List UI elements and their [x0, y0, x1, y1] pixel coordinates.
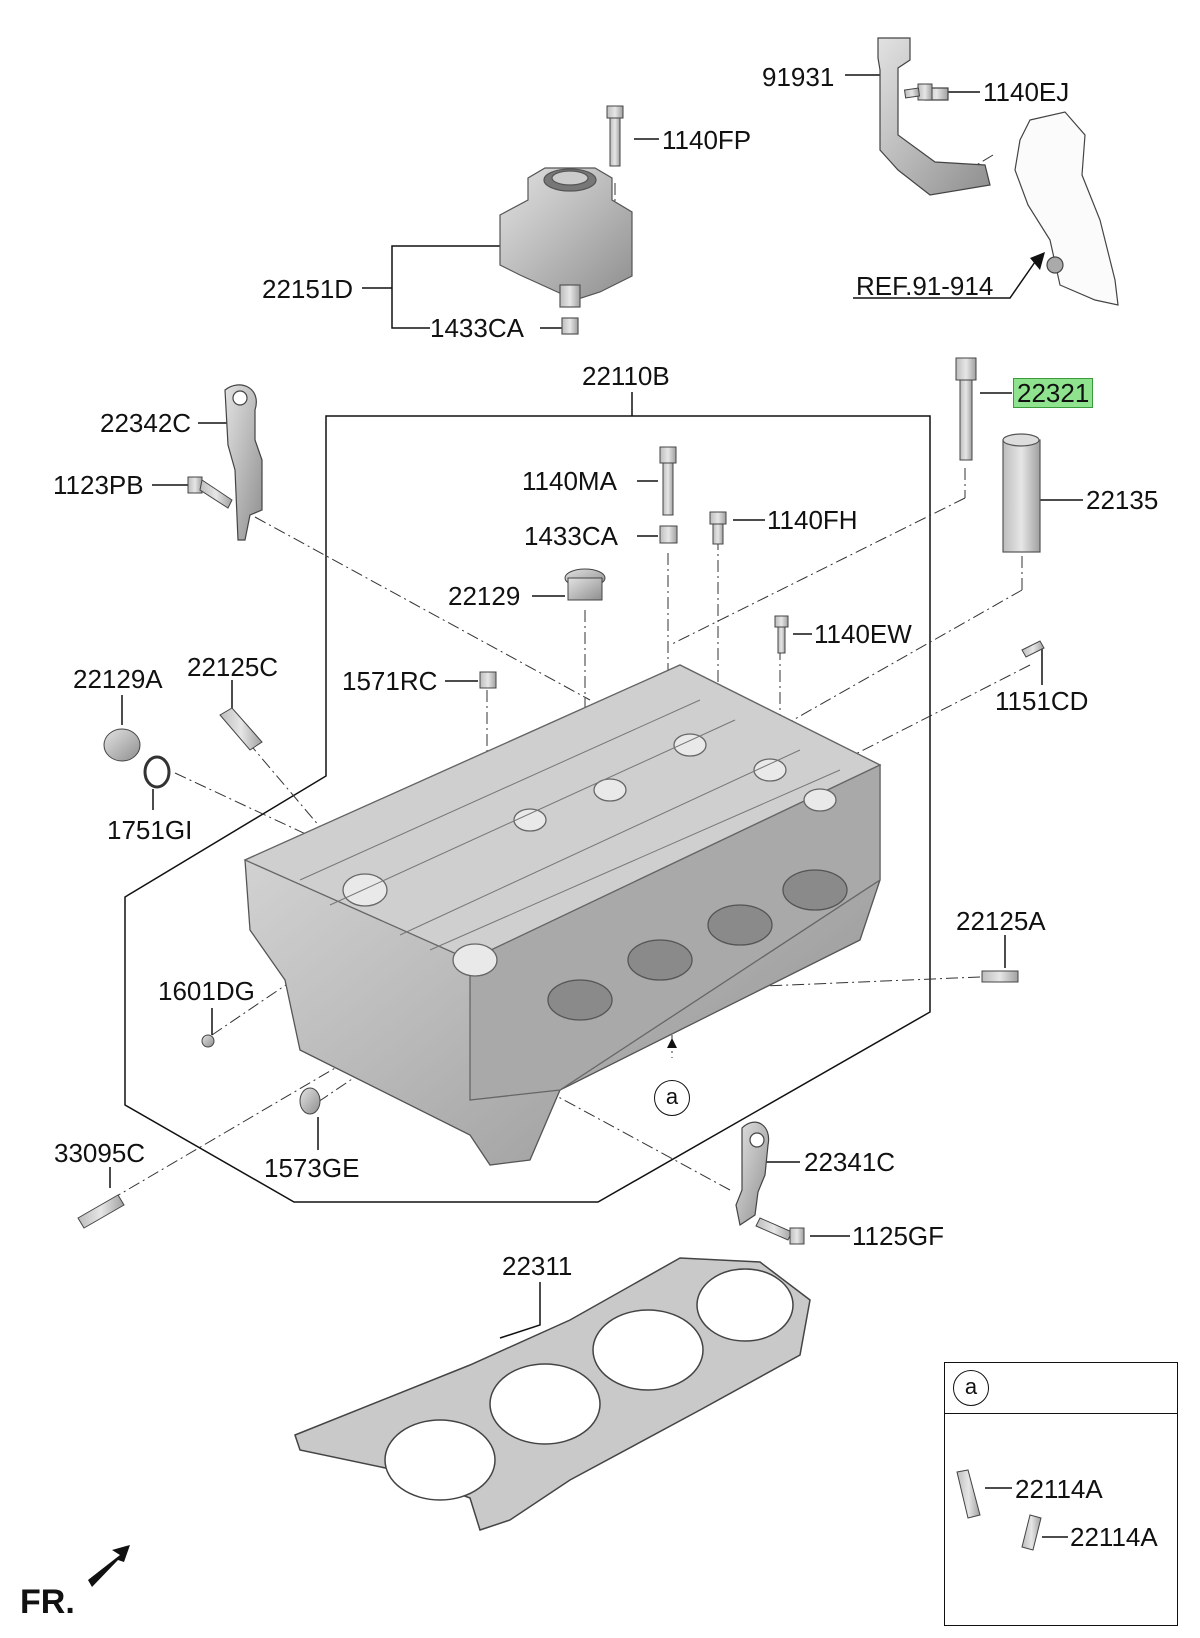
sleeve-1433CA: [659, 525, 678, 544]
cylinder-head-22110B: [243, 664, 882, 1166]
bolt-1125GF: [755, 1217, 805, 1245]
label-1140EW: 1140EW: [814, 619, 912, 649]
label-22110B: 22110B: [582, 361, 670, 391]
bolt-33095C: [77, 1194, 125, 1229]
bracket-91931: [877, 37, 991, 196]
leader-lines: [109, 74, 1083, 1538]
sleeve-22135: [1002, 433, 1041, 553]
callout-a-arrow: [667, 1038, 677, 1048]
assembly-outline: [124, 415, 931, 1203]
callout-a: a: [654, 1080, 690, 1116]
gasket-22311: [294, 1257, 811, 1531]
label-1433CA-top: 1433CA: [430, 313, 524, 343]
label-22311: 22311: [502, 1251, 573, 1281]
inset-callout-a: a: [953, 1370, 989, 1406]
label-22129A: 22129A: [73, 664, 163, 694]
label-1573GE: 1573GE: [264, 1153, 360, 1183]
inset-pin-upper: [956, 1469, 981, 1519]
bolt-1140MA: [659, 446, 677, 516]
label-22321-highlighted[interactable]: 22321: [1013, 378, 1094, 408]
inset-header: a: [945, 1363, 1177, 1414]
label-22129: 22129: [448, 581, 521, 611]
label-1140EJ: 1140EJ: [983, 77, 1070, 107]
front-arrow-icon: [88, 1545, 130, 1587]
label-22342C: 22342C: [100, 408, 192, 438]
label-1140FP: 1140FP: [662, 125, 752, 155]
bracket-22341C: [735, 1121, 770, 1226]
front-direction-label: FR.: [20, 1583, 75, 1621]
bolt-1123PB: [187, 476, 233, 509]
bolt-22321: [955, 357, 977, 461]
label-22135: 22135: [1086, 485, 1159, 515]
cap-1573GE: [299, 1087, 321, 1115]
label-1751GI: 1751GI: [107, 815, 193, 845]
bolt-1140EJ: [903, 83, 933, 101]
label-22114A-lower: 22114A: [1070, 1522, 1158, 1552]
inset-pin-lower: [1021, 1514, 1042, 1551]
plug-22129A: [103, 728, 141, 762]
ref-arrow: [1030, 252, 1045, 270]
bolt-1140FH: [709, 511, 727, 545]
label-22341C: 22341C: [804, 1147, 896, 1177]
plug-1571RC: [479, 671, 497, 689]
plug-22129: [564, 568, 606, 601]
inset-box-a: a: [944, 1362, 1178, 1626]
label-1601DG: 1601DG: [158, 976, 255, 1006]
label-1123PB: 1123PB: [53, 470, 144, 500]
label-91931: 91931: [762, 62, 835, 92]
bolt-1140EW: [774, 615, 789, 654]
bracket-22342C: [224, 384, 263, 541]
housing-22151D: [499, 167, 633, 335]
bolt-1140FP: [606, 105, 624, 167]
label-1140FH: 1140FH: [767, 505, 858, 535]
label-1571RC: 1571RC: [342, 666, 438, 696]
label-22125C: 22125C: [187, 652, 279, 682]
label-33095C: 33095C: [54, 1138, 146, 1168]
pin-22125A: [981, 970, 1019, 983]
pin-1151CD: [1021, 640, 1045, 658]
label-1151CD: 1151CD: [995, 686, 1089, 716]
label-1125GF: 1125GF: [852, 1221, 945, 1251]
oring-1751GI: [143, 755, 171, 789]
label-22114A-upper: 22114A: [1015, 1474, 1103, 1504]
label-22151D: 22151D: [262, 274, 354, 304]
label-1140MA: 1140MA: [522, 466, 617, 496]
ball-1601DG: [201, 1034, 215, 1048]
label-22125A: 22125A: [956, 906, 1046, 936]
label-ref-91-914: REF.91-914: [856, 271, 994, 301]
ref-91-914-bracket: [1014, 111, 1119, 306]
label-1433CA: 1433CA: [524, 521, 618, 551]
pin-22125C: [219, 707, 263, 751]
